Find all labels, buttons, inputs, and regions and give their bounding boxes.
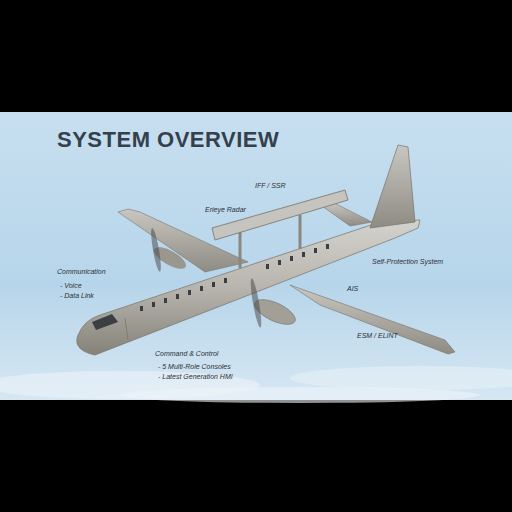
callout-label: Communication xyxy=(57,267,106,276)
callout-label: AIS xyxy=(347,284,358,293)
callout-item: - Latest Generation HMI xyxy=(158,372,233,381)
callout-label: Self-Protection System xyxy=(372,257,443,266)
callout-item: - Voice xyxy=(60,281,82,290)
callout-label: Command & Control xyxy=(155,349,218,358)
callout-label: IFF / SSR xyxy=(255,181,286,190)
callout-item: - Data Link xyxy=(60,291,94,300)
callout-item: - 5 Multi-Role Consoles xyxy=(158,362,231,371)
title: SYSTEM OVERVIEW xyxy=(57,128,279,152)
callout-label: Erieye Radar xyxy=(205,205,246,214)
callout-label: ESM / ELINT xyxy=(357,331,398,340)
